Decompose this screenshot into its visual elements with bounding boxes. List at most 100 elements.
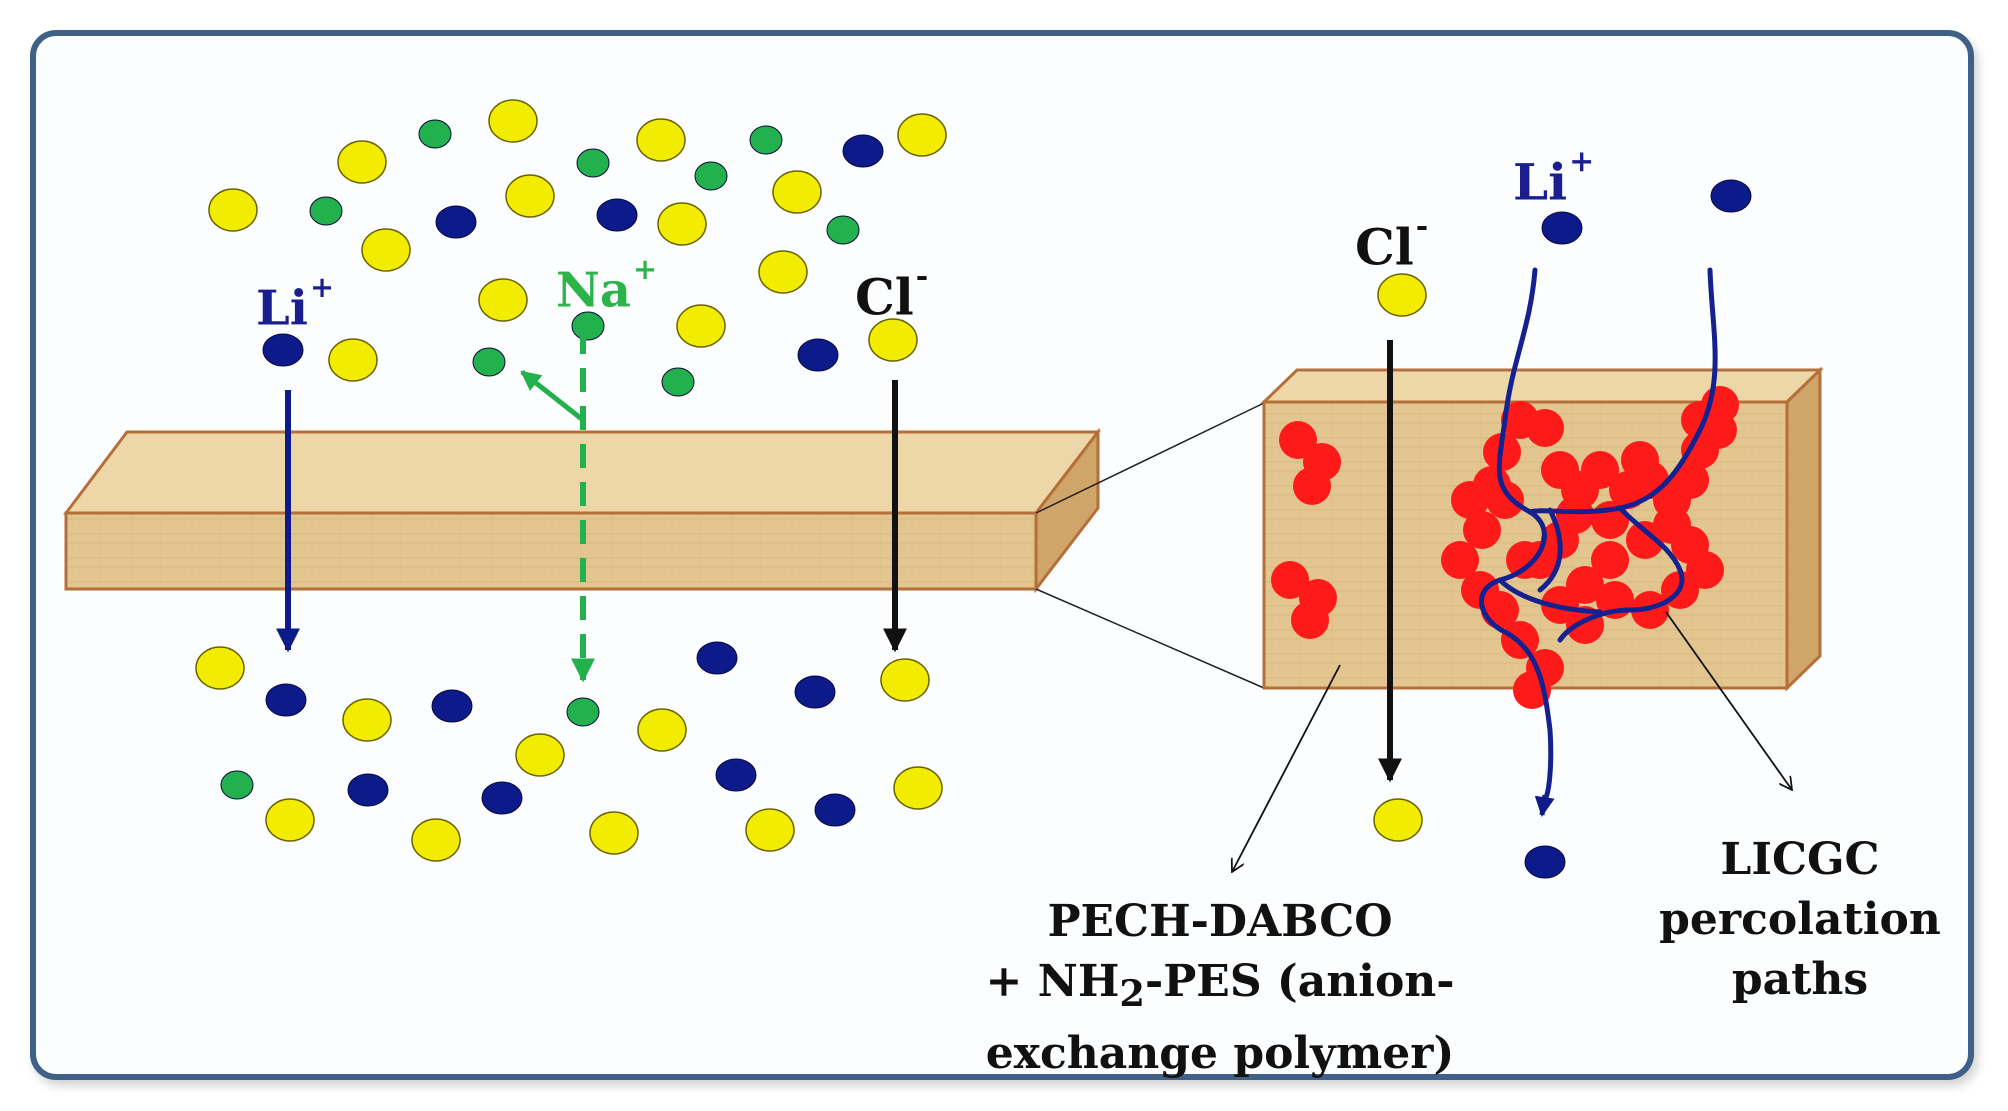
- licgc-particle: [1271, 561, 1309, 599]
- licgc-caption-line3: paths: [1731, 954, 1869, 1005]
- lithium-ion: [842, 134, 884, 168]
- li-zoom-arrow: [1534, 794, 1555, 817]
- sodium-ion: [566, 697, 600, 727]
- lithium-ion: [794, 675, 836, 709]
- licgc-particle: [1279, 421, 1317, 459]
- licgc-particle: [1451, 481, 1489, 519]
- lithium-ion: [435, 205, 477, 239]
- chloride-ion: [488, 99, 538, 143]
- polymer-caption-line2-sub: 2: [1119, 971, 1145, 1015]
- chloride-ion: [636, 118, 686, 162]
- cl-label-left-charge: -: [915, 259, 929, 294]
- licgc-caption-line2: percolation: [1659, 894, 1941, 945]
- lithium-ion: [262, 333, 304, 367]
- chloride-ion: [758, 250, 808, 294]
- chloride-ion: [745, 808, 795, 852]
- ion-particles: [195, 99, 1752, 879]
- chloride-ion: [589, 811, 639, 855]
- lithium-ion: [814, 793, 856, 827]
- polymer-caption-line2: + NH2-PES (anion-: [960, 952, 1480, 1024]
- licgc-particle: [1291, 601, 1329, 639]
- sodium-ion: [576, 148, 610, 178]
- licgc-pointer: [1665, 611, 1792, 790]
- chloride-ion: [1373, 798, 1423, 842]
- chloride-ion: [195, 646, 245, 690]
- polymer-caption-line2-prefix: + NH: [985, 956, 1120, 1007]
- li-label-right: Li+: [1513, 147, 1594, 208]
- licgc-particle: [1506, 541, 1544, 579]
- chloride-ion: [505, 174, 555, 218]
- chloride-ion: [208, 188, 258, 232]
- sodium-ion: [418, 119, 452, 149]
- li-label-right-charge: +: [1569, 144, 1595, 179]
- polymer-caption: PECH-DABCO + NH2-PES (anion- exchange po…: [960, 892, 1480, 1084]
- licgc-particle: [1556, 496, 1594, 534]
- chloride-ion: [676, 304, 726, 348]
- polymer-pointer: [1232, 664, 1341, 872]
- licgc-particle: [1293, 467, 1331, 505]
- polymer-caption-line1: PECH-DABCO: [1047, 896, 1393, 947]
- cl-label-right-charge: -: [1415, 209, 1429, 244]
- lithium-ion: [481, 781, 523, 815]
- licgc-particles: [1271, 386, 1739, 709]
- cl-label-right: Cl-: [1355, 212, 1428, 273]
- licgc-particle: [1486, 481, 1524, 519]
- cl-label-left: Cl-: [855, 262, 928, 323]
- licgc-particle: [1591, 541, 1629, 579]
- polymer-caption-line2-suffix: -PES (anion-: [1144, 956, 1455, 1007]
- left-membrane: [62, 427, 1102, 594]
- chloride-ion: [515, 733, 565, 777]
- licgc-particle: [1526, 409, 1564, 447]
- na-label-left-symbol: Na: [556, 262, 631, 319]
- cl-label-left-symbol: Cl: [855, 267, 914, 327]
- sodium-ion: [309, 196, 343, 226]
- li-percolation-paths: [1479, 267, 1718, 803]
- chloride-ion: [880, 658, 930, 702]
- na-label-left: Na+: [556, 252, 658, 315]
- li-label-left: Li+: [256, 270, 335, 333]
- lithium-ion: [1541, 211, 1583, 245]
- lithium-ion: [797, 338, 839, 372]
- zoom-line-bottom: [1035, 588, 1265, 689]
- licgc-particle: [1621, 441, 1659, 479]
- licgc-particle: [1463, 511, 1501, 549]
- li-label-left-symbol: Li: [256, 280, 308, 337]
- chloride-ion: [897, 113, 947, 157]
- lithium-ion: [1524, 845, 1566, 879]
- lithium-ion: [347, 773, 389, 807]
- chloride-ion: [337, 140, 387, 184]
- zoom-line-top: [1035, 402, 1265, 514]
- lithium-ion: [265, 683, 307, 717]
- licgc-particle: [1653, 506, 1691, 544]
- chloride-ion: [342, 698, 392, 742]
- licgc-particle: [1441, 541, 1479, 579]
- licgc-particle: [1581, 451, 1619, 489]
- li-label-left-charge: +: [309, 270, 335, 304]
- sodium-ion: [826, 215, 860, 245]
- licgc-particle: [1671, 461, 1709, 499]
- polymer-caption-line3: exchange polymer): [985, 1027, 1455, 1079]
- na-rejection-arrow: [520, 370, 585, 422]
- chloride-ion: [411, 818, 461, 862]
- sodium-ion: [661, 367, 695, 397]
- licgc-caption-line1: LICGC: [1720, 834, 1880, 885]
- chloride-ion: [772, 170, 822, 214]
- lithium-ion: [715, 758, 757, 792]
- sodium-ion: [472, 347, 506, 377]
- lithium-ion: [696, 641, 738, 675]
- chloride-ion: [361, 228, 411, 272]
- cl-label-right-symbol: Cl: [1355, 217, 1414, 277]
- sodium-ion: [694, 161, 728, 191]
- chloride-ion: [478, 278, 528, 322]
- na-label-left-charge: +: [632, 252, 658, 286]
- sodium-ion: [749, 125, 783, 155]
- lithium-ion: [1710, 179, 1752, 213]
- lithium-ion: [431, 689, 473, 723]
- chloride-ion: [1377, 273, 1427, 317]
- chloride-ion: [657, 202, 707, 246]
- lithium-ion: [596, 198, 638, 232]
- li-label-right-symbol: Li: [1513, 152, 1568, 212]
- chloride-ion: [893, 766, 943, 810]
- chloride-ion: [328, 338, 378, 382]
- chloride-ion: [637, 708, 687, 752]
